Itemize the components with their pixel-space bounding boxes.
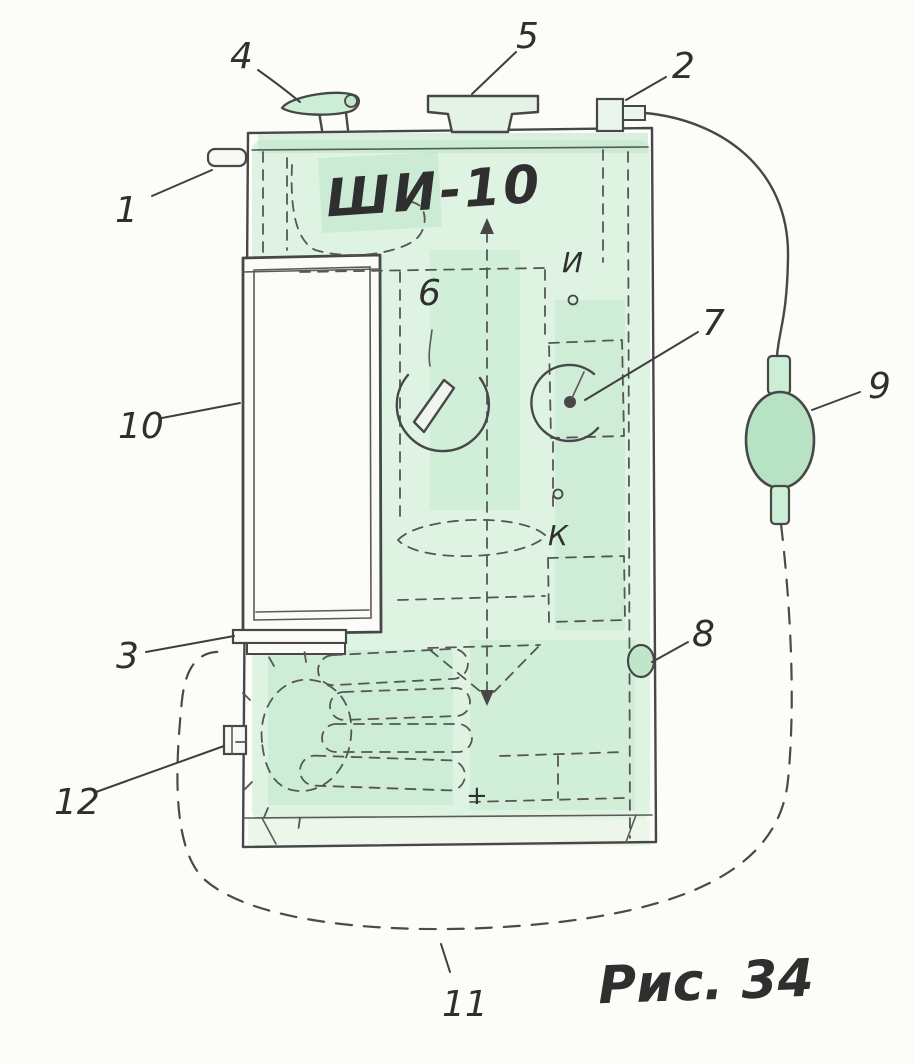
- shelf-bracket: [231, 628, 348, 655]
- callout-8: 8: [692, 614, 715, 655]
- callout-5: 5: [516, 16, 539, 57]
- squeeze-bulb: [744, 354, 816, 526]
- marker-i: И: [562, 246, 583, 279]
- marker-k: К: [548, 519, 569, 552]
- callout-6: 6: [418, 273, 441, 314]
- door-panel: [241, 253, 383, 636]
- figure-caption: Рис. 34: [597, 949, 815, 1016]
- side-tab: [222, 724, 248, 756]
- callout-11: 11: [442, 984, 488, 1025]
- axis-arrow-up: [480, 218, 494, 234]
- callout-9: 9: [868, 366, 891, 407]
- callout-4: 4: [230, 36, 253, 77]
- callout-leaders: [95, 51, 861, 973]
- internal-dashed-lines: [262, 149, 626, 803]
- tube-cord: [643, 111, 790, 358]
- valve-handle: [280, 91, 360, 132]
- callout-2: 2: [672, 46, 695, 87]
- callout-3: 3: [116, 636, 139, 677]
- indicator-holes: [552, 294, 579, 500]
- outlet-nipple: [595, 97, 646, 133]
- dial-left: [395, 329, 490, 453]
- plus-mark: +: [466, 781, 488, 811]
- callout-10: 10: [118, 406, 164, 447]
- callout-12: 12: [54, 782, 100, 823]
- cord-loop: [176, 522, 793, 931]
- axis-arrow-down: [480, 690, 494, 706]
- top-cap: [426, 94, 540, 134]
- side-latch: [626, 643, 656, 679]
- callout-1: 1: [115, 190, 138, 231]
- pipe-fitting: [206, 147, 248, 168]
- callout-7: 7: [702, 303, 725, 344]
- hand-outline: [231, 647, 473, 833]
- dial-right: [530, 363, 600, 443]
